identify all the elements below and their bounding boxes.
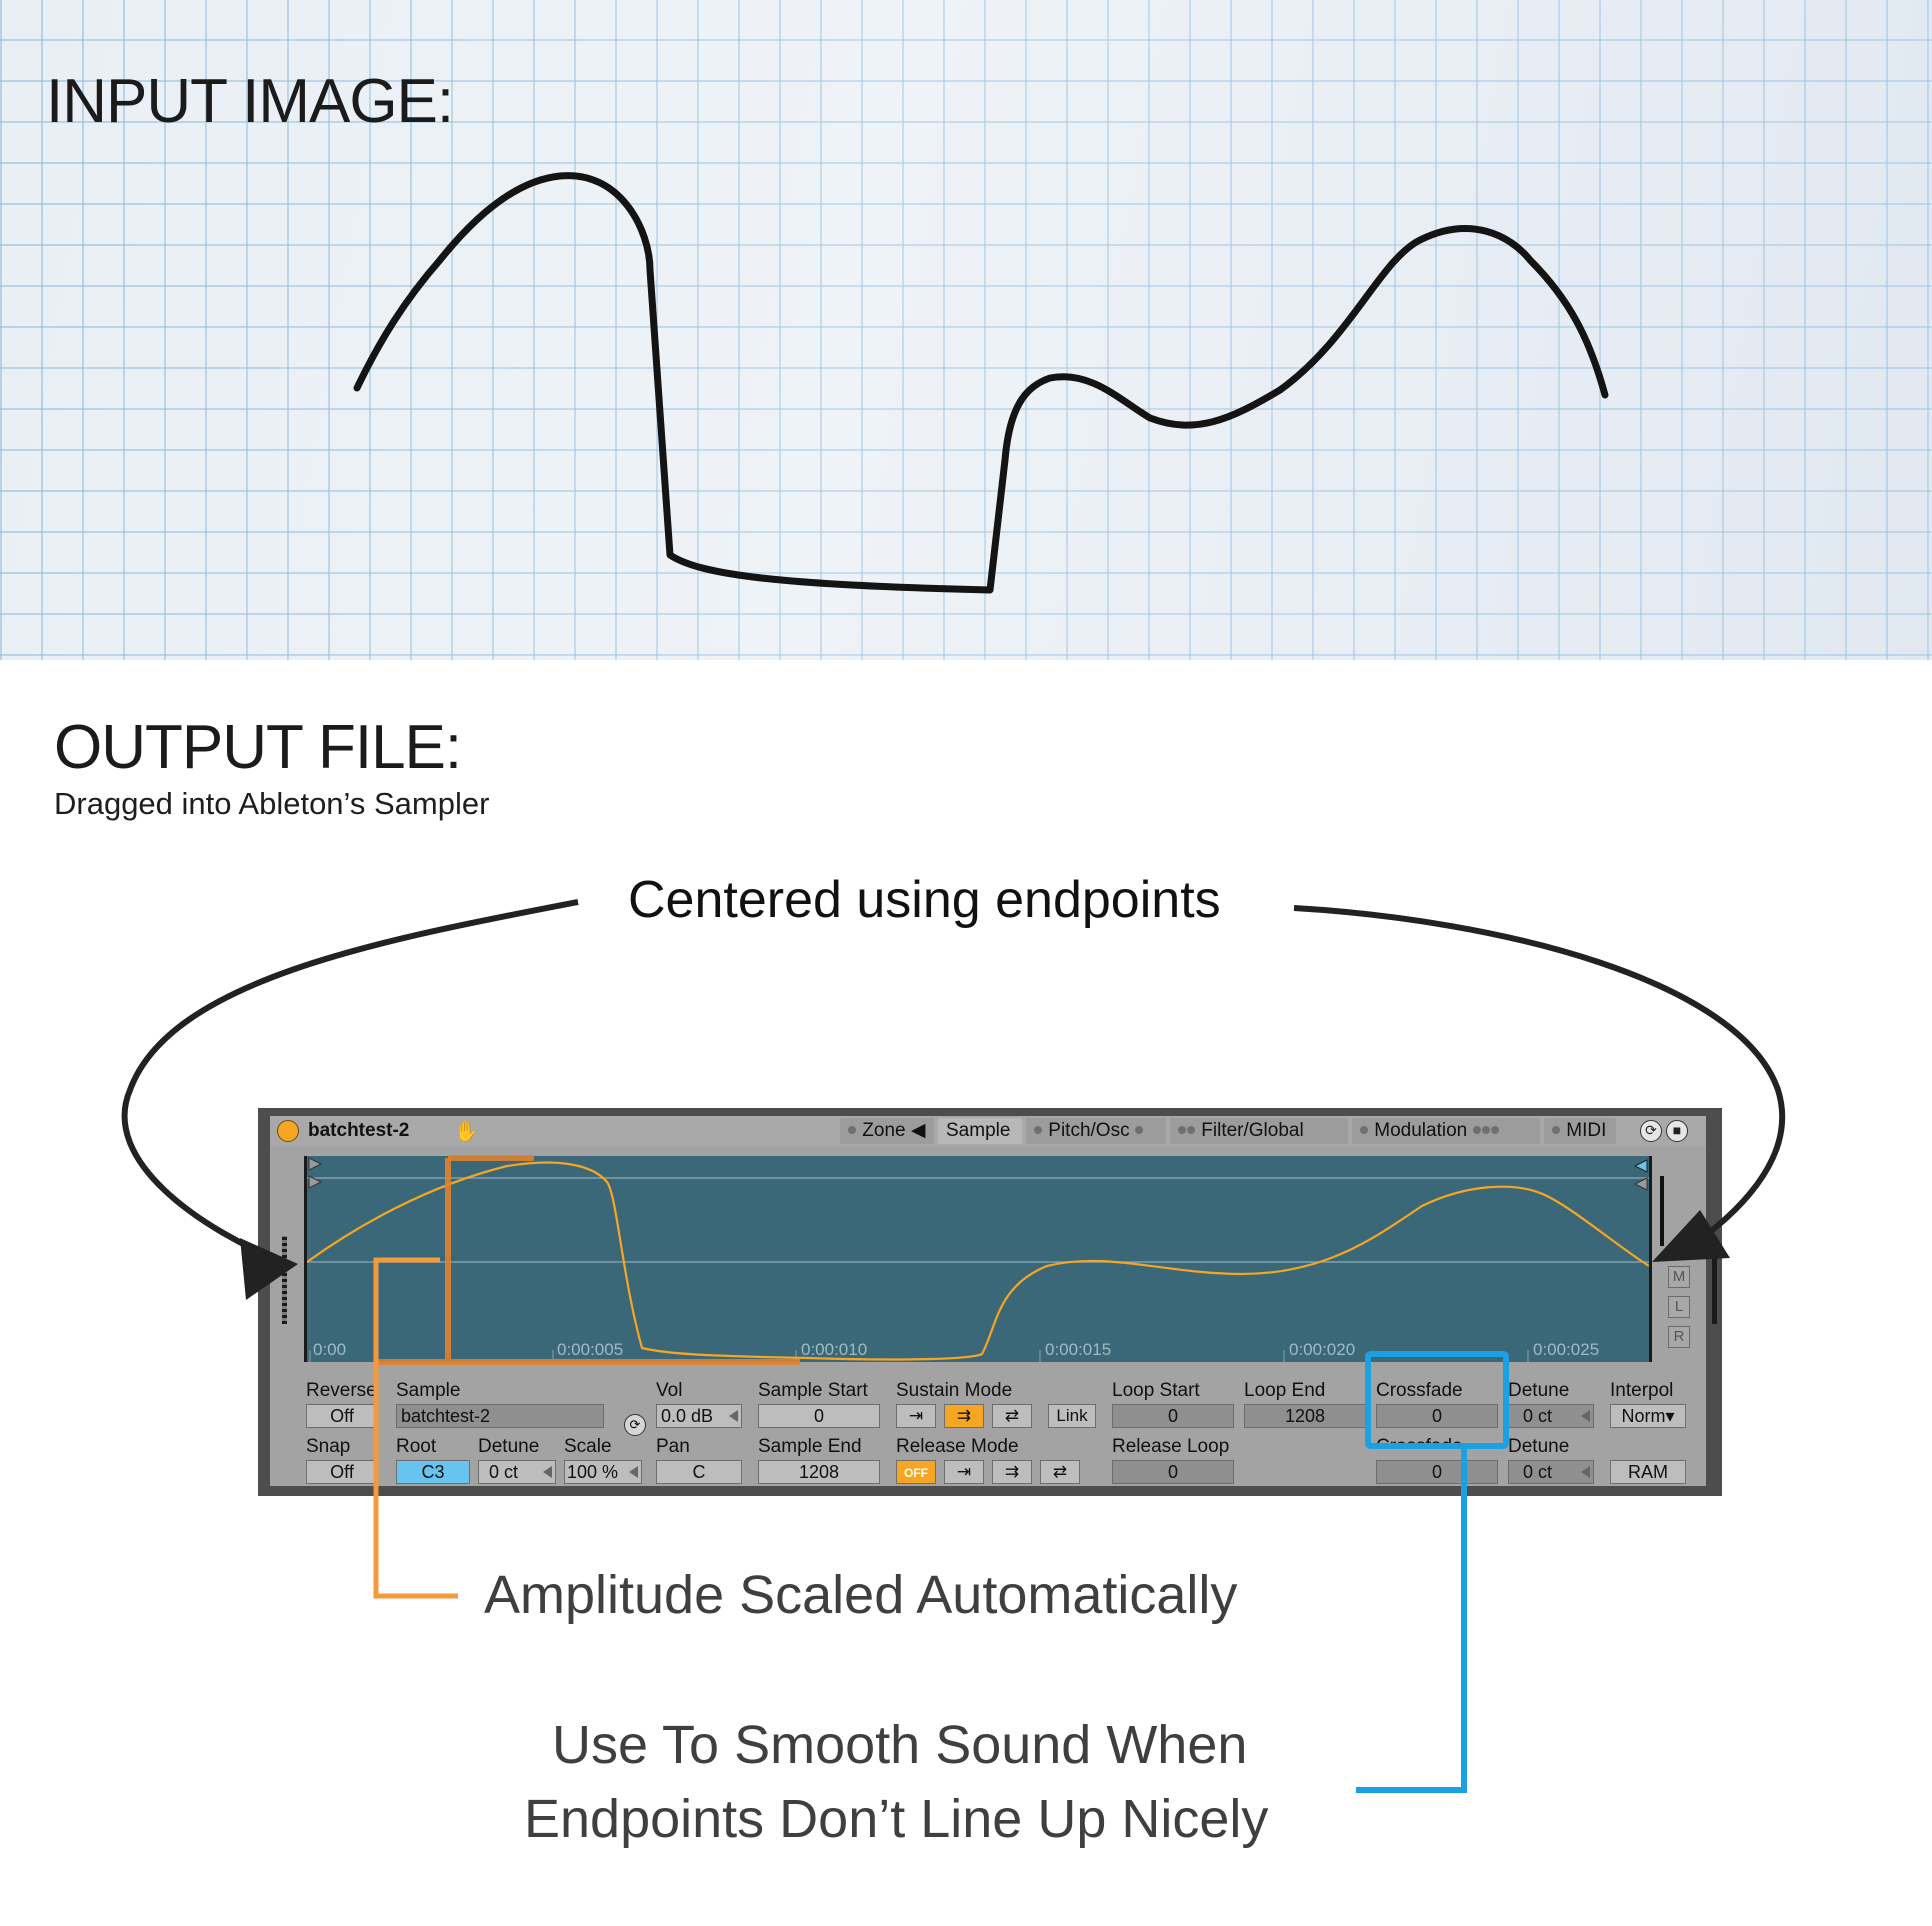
interpol-dropdown[interactable]: Norm▾ (1610, 1404, 1686, 1428)
pan-label: Pan (656, 1436, 690, 1457)
sample-start-label: Sample Start (758, 1380, 868, 1401)
loop-start-field[interactable]: 0 (1112, 1404, 1234, 1428)
hand-icon[interactable]: ✋ (454, 1121, 479, 1143)
snap-label: Snap (306, 1436, 351, 1457)
detune-label: Detune (1508, 1380, 1570, 1401)
device-power-button[interactable] (277, 1120, 299, 1142)
amplitude-annotation: Amplitude Scaled Automatically (484, 1565, 1238, 1625)
root-field[interactable]: C3 (396, 1460, 470, 1484)
input-meter (282, 1236, 287, 1324)
time-label: 0:00:025 (1533, 1340, 1600, 1359)
sampler-device: batchtest-2 ✋ Zone ◀ Sample Pitch/Osc Fi… (258, 1108, 1722, 1496)
detune-label: Detune (1508, 1436, 1570, 1457)
scale-field[interactable]: 100 % (564, 1460, 642, 1484)
centered-annotation: Centered using endpoints (628, 871, 1221, 929)
detune-field[interactable]: 0 ct (1508, 1460, 1594, 1484)
graph-paper-photo (0, 0, 1932, 660)
loop-end-field[interactable]: 1208 (1244, 1404, 1366, 1428)
tab-modulation[interactable]: Modulation (1352, 1118, 1540, 1144)
output-file-heading: OUTPUT FILE: (54, 713, 462, 782)
device-title: batchtest-2 (308, 1120, 410, 1141)
crossfade-annotation-line2: Endpoints Don’t Line Up Nicely (524, 1789, 1269, 1849)
right-channel-button[interactable]: R (1668, 1326, 1690, 1348)
release-loop-backforth-button[interactable]: ⇄ (1040, 1460, 1080, 1484)
root-label: Root (396, 1436, 437, 1457)
ram-toggle[interactable]: RAM (1610, 1460, 1686, 1484)
tab-pitch-osc[interactable]: Pitch/Osc (1026, 1118, 1166, 1144)
detune-field[interactable]: 0 ct (478, 1460, 556, 1484)
release-no-loop-button[interactable]: ⇥ (944, 1460, 984, 1484)
tab-sample[interactable]: Sample (938, 1118, 1022, 1144)
crossfade-field[interactable]: 0 (1376, 1460, 1498, 1484)
release-loop-label: Release Loop (1112, 1436, 1230, 1457)
time-label: 0:00 (313, 1340, 347, 1359)
loop-end-label: Loop End (1244, 1380, 1326, 1401)
tab-filter-global[interactable]: Filter/Global (1170, 1118, 1348, 1144)
input-image-heading: INPUT IMAGE: (46, 67, 454, 136)
detune-label: Detune (478, 1436, 540, 1457)
sustain-mode-label: Sustain Mode (896, 1380, 1013, 1401)
time-label: 0:00:020 (1289, 1340, 1356, 1359)
interpol-label: Interpol (1610, 1380, 1674, 1401)
tab-zone[interactable]: Zone ◀ (840, 1118, 934, 1144)
reverse-toggle[interactable]: Off (306, 1404, 378, 1428)
snap-toggle[interactable]: Off (306, 1460, 378, 1484)
hot-swap-icon[interactable]: ⟳ (1640, 1120, 1662, 1142)
vol-field[interactable]: 0.0 dB (656, 1404, 742, 1428)
release-off-button[interactable]: OFF (896, 1460, 936, 1484)
hand-drawn-curve (353, 172, 1609, 594)
output-meter (1712, 1236, 1717, 1324)
output-subheading: Dragged into Ableton’s Sampler (54, 786, 490, 821)
detune-field[interactable]: 0 ct (1508, 1404, 1594, 1428)
mono-button[interactable]: M (1668, 1266, 1690, 1288)
release-loop-forward-button[interactable]: ⇉ (992, 1460, 1032, 1484)
crossfade-label: Crossfade (1376, 1380, 1463, 1401)
link-button[interactable]: Link (1048, 1404, 1096, 1428)
sample-label: Sample (396, 1380, 461, 1401)
loop-start-label: Loop Start (1112, 1380, 1200, 1401)
time-label: 0:00:015 (1045, 1340, 1112, 1359)
device-titlebar: batchtest-2 ✋ Zone ◀ Sample Pitch/Osc Fi… (270, 1116, 1706, 1146)
sample-swap-icon[interactable]: ⟳ (624, 1414, 646, 1436)
waveform-display[interactable]: 0:00 0:00:005 0:00:010 0:00:015 0:00:020… (304, 1156, 1652, 1362)
save-preset-icon[interactable]: ■ (1666, 1120, 1688, 1142)
scale-label: Scale (564, 1436, 612, 1457)
sample-start-field[interactable]: 0 (758, 1404, 880, 1428)
crossfade-field[interactable]: 0 (1376, 1404, 1498, 1428)
reverse-label: Reverse (306, 1380, 377, 1401)
crossfade-leader-line (1356, 1446, 1467, 1793)
sample-end-field[interactable]: 1208 (758, 1460, 880, 1484)
release-loop-field[interactable]: 0 (1112, 1460, 1234, 1484)
crossfade-annotation-line1: Use To Smooth Sound When (552, 1715, 1248, 1775)
tab-midi[interactable]: MIDI (1544, 1118, 1616, 1144)
sample-end-label: Sample End (758, 1436, 862, 1457)
pan-field[interactable]: C (656, 1460, 742, 1484)
zoom-bar[interactable] (1660, 1176, 1664, 1246)
sample-name-field[interactable]: batchtest-2 (396, 1404, 604, 1428)
sustain-loop-forward-button[interactable]: ⇉ (944, 1404, 984, 1428)
sustain-loop-backforth-button[interactable]: ⇄ (992, 1404, 1032, 1428)
left-channel-button[interactable]: L (1668, 1296, 1690, 1318)
vol-label: Vol (656, 1380, 683, 1401)
time-label: 0:00:010 (801, 1340, 868, 1359)
sustain-no-loop-button[interactable]: ⇥ (896, 1404, 936, 1428)
time-label: 0:00:005 (557, 1340, 624, 1359)
crossfade-label: Crossfade (1376, 1436, 1463, 1457)
release-mode-label: Release Mode (896, 1436, 1019, 1457)
